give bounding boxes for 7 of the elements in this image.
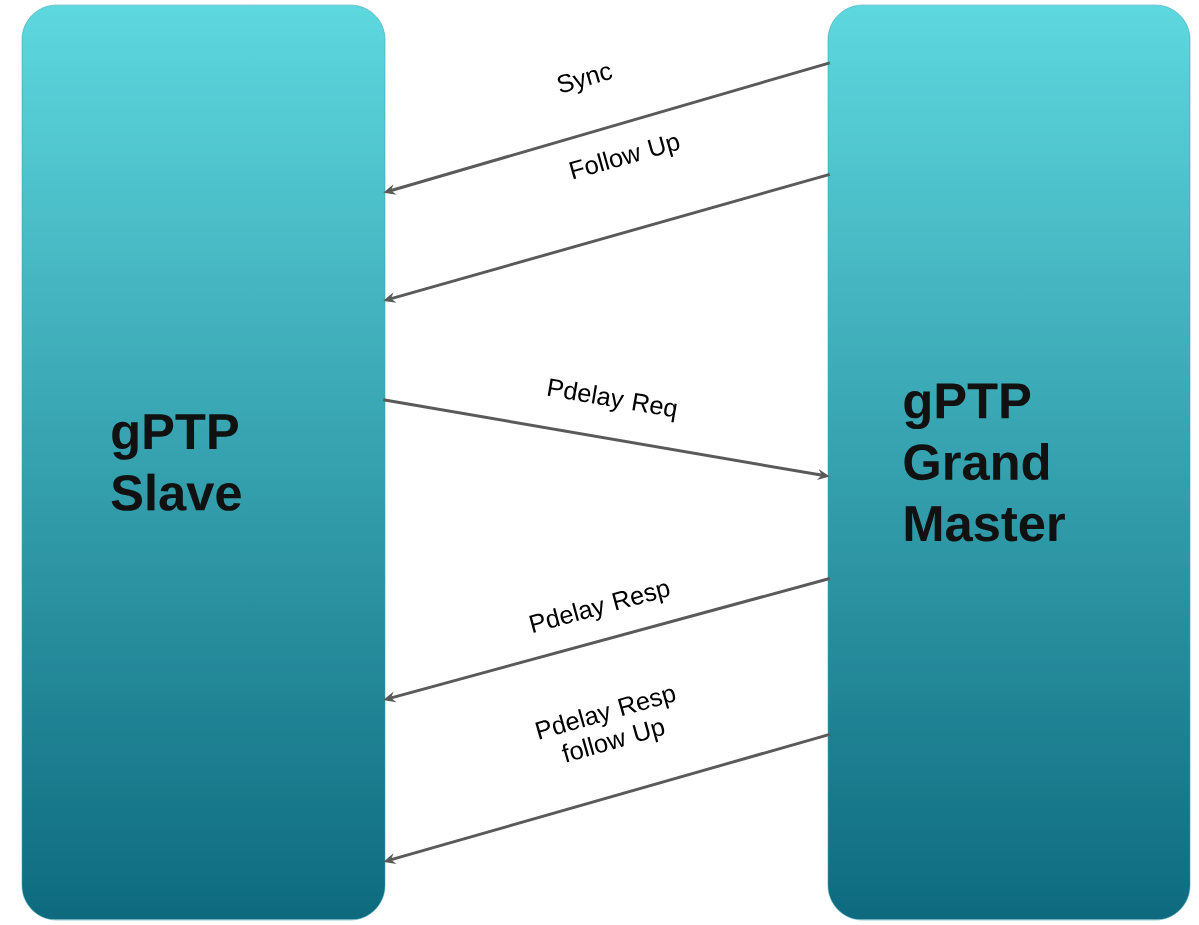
edge-label: Pdelay Resp follow Up <box>535 688 676 763</box>
edge-label: Pdelay Req <box>547 378 677 423</box>
station-box: gPTP Grand Master <box>827 4 1191 921</box>
station-box: gPTP Slave <box>21 4 386 921</box>
edge-label: Pdelay Resp <box>529 583 670 633</box>
edge-label: Follow Up <box>569 136 680 180</box>
edge-label: Sync <box>557 66 613 94</box>
